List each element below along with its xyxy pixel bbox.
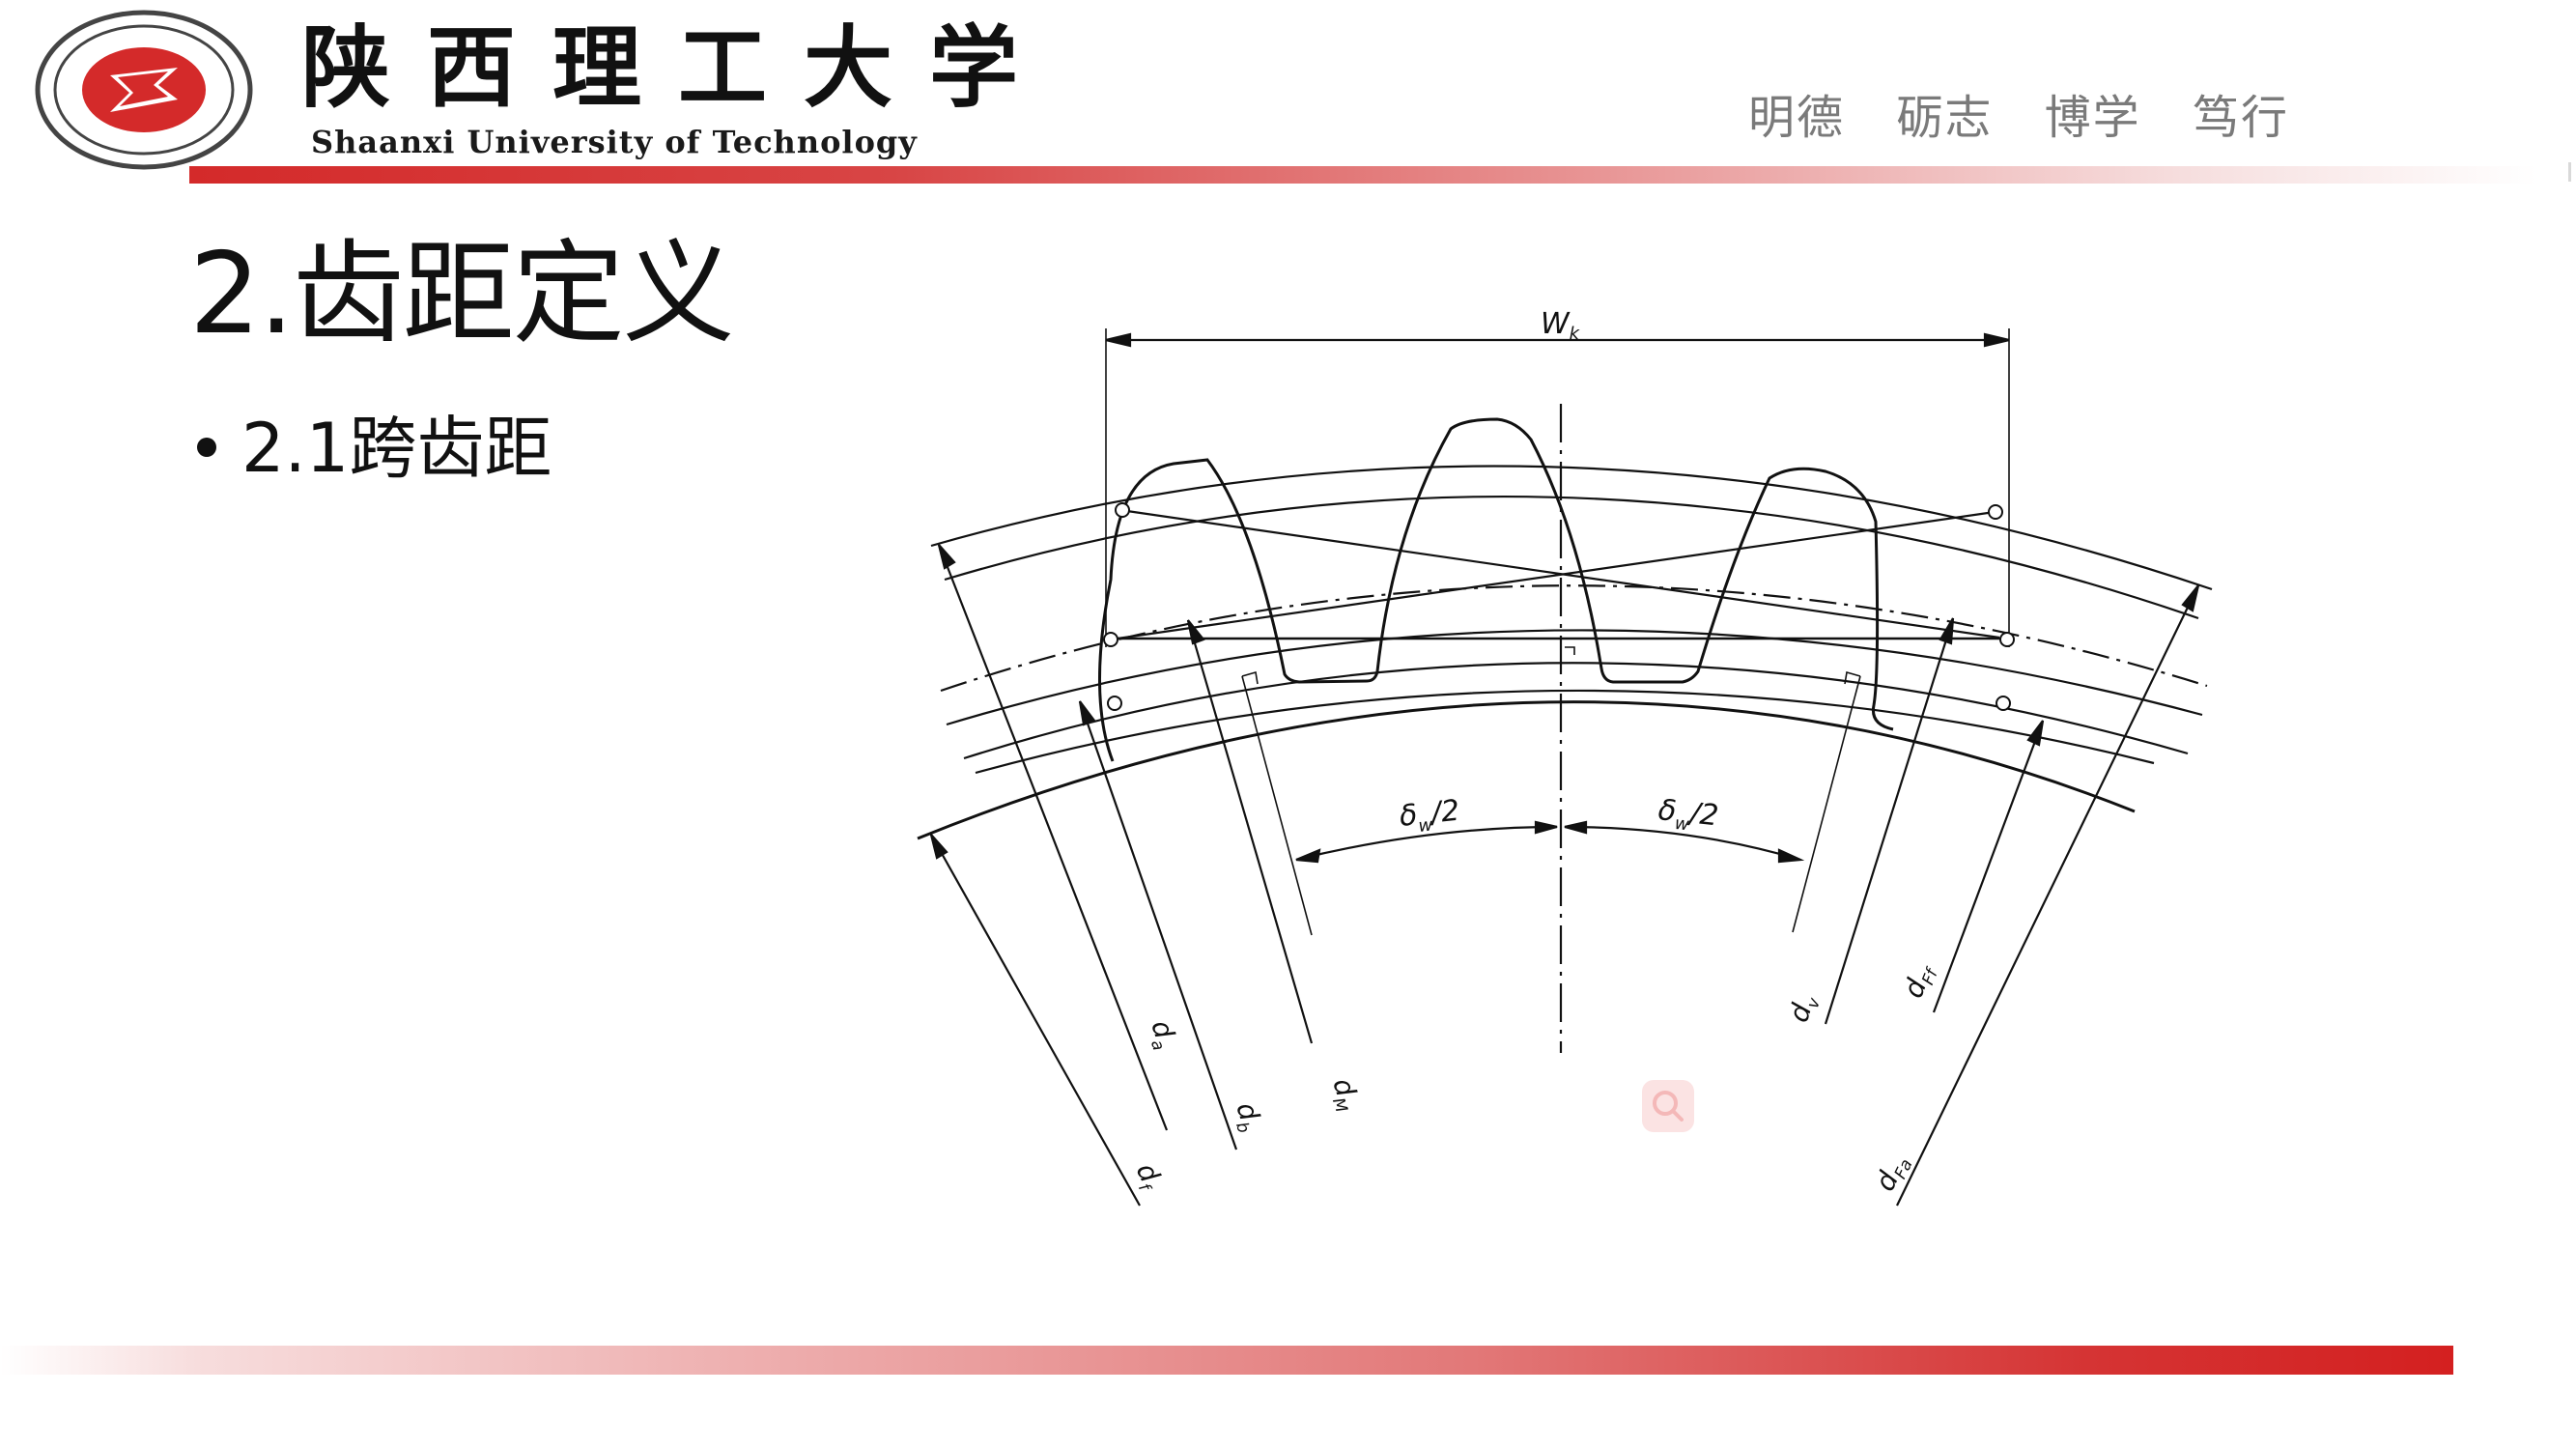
slide-title: 2.齿距定义 — [189, 229, 735, 359]
footer-divider — [0, 1346, 2453, 1375]
university-seal-logo — [33, 8, 255, 172]
dm-label: dM — [1323, 1074, 1367, 1116]
header-divider — [189, 166, 2536, 184]
da-label: da — [1142, 1016, 1184, 1053]
db-label: db — [1227, 1098, 1269, 1136]
base-circle-arc — [946, 629, 2203, 726]
gear-diagram-svg: Wk δw/2 δw/2 da db dM df dv dFf dFa — [917, 307, 2213, 1207]
bullet-text: 2.1跨齿距 — [241, 409, 552, 488]
tip-circle-arc — [930, 465, 2213, 591]
delta-leader-left — [1241, 675, 1313, 936]
dff-label: dFf — [1897, 957, 1943, 1004]
delta-right-label: δw/2 — [1656, 793, 1720, 838]
gear-span-diagram: Wk δw/2 δw/2 da db dM df dv dFf dFa — [898, 290, 2270, 1217]
dff-leader — [1932, 720, 2045, 1013]
zoom-icon[interactable] — [1642, 1080, 1694, 1132]
form-circle-arc — [975, 689, 2155, 775]
university-name-calligraphy: 陕西理工大学 — [301, 14, 1035, 120]
dfa-label: dFa — [1869, 1149, 1917, 1197]
df-label: df — [1126, 1158, 1170, 1197]
delta-leader-right — [1792, 675, 1861, 933]
da-leader — [937, 544, 1169, 1131]
dm-leader — [1078, 700, 1238, 1151]
delta-arc-right — [1564, 825, 1801, 862]
df-leader — [930, 834, 1141, 1207]
motto-word: 博学 — [2044, 91, 2141, 145]
tip-circle-inner-arc — [944, 495, 2199, 620]
motto: 明德 砺志 博学 笃行 — [1748, 79, 2289, 147]
contact-point — [1988, 504, 2003, 520]
delta-left-label: δw/2 — [1398, 794, 1461, 838]
delta-arc-left — [1295, 825, 1558, 862]
gear-teeth-profile — [1098, 417, 1894, 762]
header-divider-end — [2568, 162, 2571, 182]
contact-point — [1107, 696, 1122, 711]
motto-word: 明德 — [1748, 91, 1846, 145]
wk-arrow-left — [1105, 332, 1132, 348]
wk-arrow-right — [1983, 332, 2010, 348]
root-circle-arc — [917, 700, 2136, 840]
dfa-leader — [1896, 584, 2199, 1207]
bullet-item: 2.1跨齿距 — [197, 394, 552, 492]
diagonal-line — [1110, 510, 1996, 641]
motto-word: 砺志 — [1896, 91, 1994, 145]
contact-point — [1999, 632, 2015, 647]
university-name-cn: 陕西理工大学 — [301, 15, 1035, 120]
contact-point — [1103, 632, 1118, 647]
contact-point — [1996, 696, 2011, 711]
wk-label: Wk — [1541, 307, 1581, 344]
university-name-en: Shaanxi University of Technology — [311, 124, 918, 160]
dv-label: dv — [1782, 990, 1825, 1028]
contact-point — [1115, 502, 1130, 518]
db-leader — [1186, 619, 1314, 1044]
motto-word: 笃行 — [2192, 91, 2289, 145]
dv-leader — [1824, 617, 1955, 1025]
bullet-dot-icon — [197, 437, 216, 457]
